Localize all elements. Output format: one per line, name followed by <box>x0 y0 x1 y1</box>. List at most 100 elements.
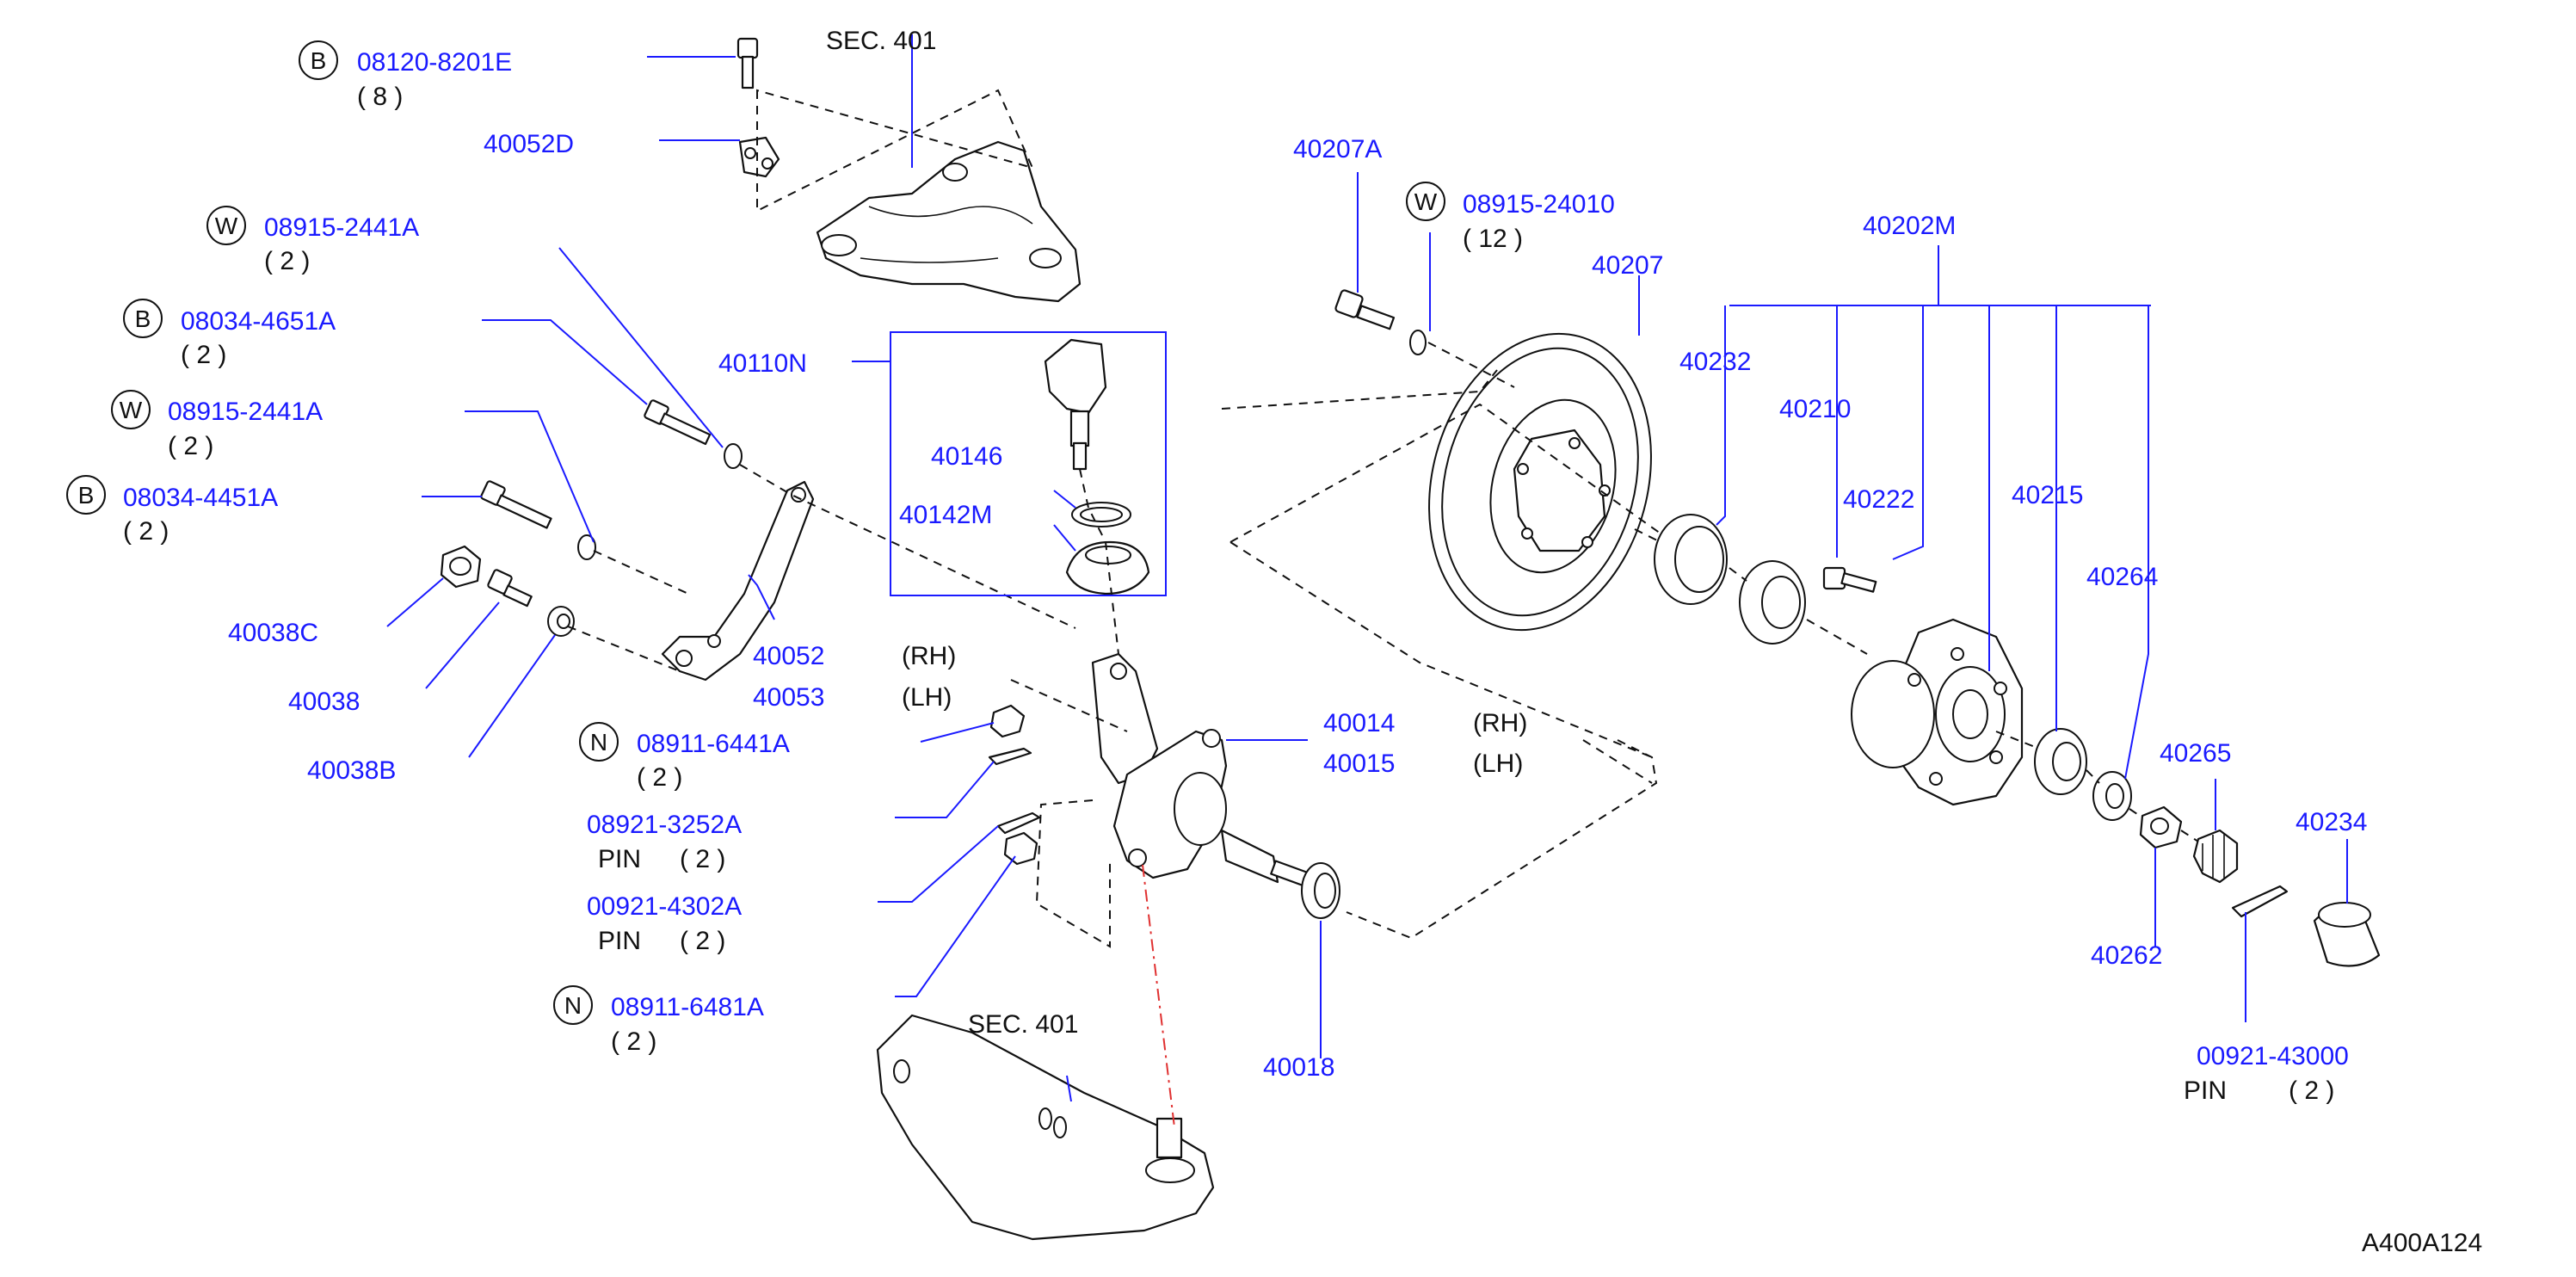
callout-08911-6481a[interactable]: N 08911-6481A ( 2 ) <box>553 985 764 1056</box>
callout-00921-43000[interactable]: 00921-43000 PIN ( 2 ) <box>2184 1042 2349 1105</box>
callout-08921-3252a[interactable]: 08921-3252A PIN ( 2 ) <box>587 811 742 873</box>
prefix-b-circle <box>66 475 106 515</box>
prefix-w-circle <box>1406 182 1445 221</box>
part-qty: ( 2 ) <box>680 845 725 873</box>
part-number[interactable]: 00921-43000 <box>2197 1042 2349 1070</box>
pin-00921-43000-drawing <box>2231 885 2289 918</box>
diagram-id: A400A124 <box>2362 1229 2482 1257</box>
callout-08911-6441a[interactable]: N 08911-6441A ( 2 ) <box>579 722 790 792</box>
nut-cap-40265-drawing <box>2192 829 2239 884</box>
part-40038b[interactable]: 40038B <box>307 756 396 785</box>
inner-bearing-40215-drawing <box>2034 728 2087 795</box>
part-40052[interactable]: 40052 <box>753 642 824 670</box>
ring-40146-drawing <box>1071 502 1131 527</box>
bracket-40052-drawing <box>661 480 815 682</box>
prefix-b-circle <box>123 299 163 338</box>
washer-08915-b-drawing <box>577 534 596 560</box>
prefix-n-circle <box>553 985 593 1025</box>
part-note: PIN <box>598 845 641 873</box>
bolt-40038-drawing <box>487 569 533 608</box>
part-40053[interactable]: 40053 <box>753 683 824 712</box>
part-number[interactable]: 00921-4302A <box>587 892 742 921</box>
part-40052d[interactable]: 40052D <box>484 130 574 158</box>
side-lh-upper: (LH) <box>902 683 952 712</box>
part-40110n[interactable]: 40110N <box>718 349 807 378</box>
prefix-letter: B <box>135 305 151 332</box>
prefix-letter: B <box>78 482 95 509</box>
part-number[interactable]: 08915-2441A <box>168 398 323 426</box>
part-40142m[interactable]: 40142M <box>899 501 992 529</box>
part-40210[interactable]: 40210 <box>1779 395 1851 423</box>
part-number[interactable]: 08915-24010 <box>1463 190 1615 219</box>
part-qty: ( 2 ) <box>181 341 226 369</box>
callout-08034-4451a[interactable]: B 08034-4451A ( 2 ) <box>66 475 278 546</box>
bolt-08034-4451a-drawing <box>480 480 552 529</box>
prefix-n-circle <box>579 722 619 762</box>
part-number[interactable]: 08034-4651A <box>181 307 336 336</box>
washer-40264-drawing <box>2092 771 2132 821</box>
part-number[interactable]: 08911-6481A <box>611 993 764 1021</box>
washer-08915-24010-drawing <box>1409 330 1427 355</box>
part-40234[interactable]: 40234 <box>2296 808 2367 836</box>
brake-rotor-drawing <box>1428 332 1652 632</box>
part-number[interactable]: 08120-8201E <box>357 48 512 77</box>
upper-bolt-drawing <box>736 37 759 89</box>
prefix-letter: N <box>564 992 582 1019</box>
side-lh-lower: (LH) <box>1473 750 1523 778</box>
part-40232[interactable]: 40232 <box>1679 348 1751 376</box>
washer-08915-a-drawing <box>724 443 743 469</box>
part-qty: ( 2 ) <box>168 432 213 460</box>
part-qty: ( 2 ) <box>637 763 682 792</box>
callout-08034-4651a[interactable]: B 08034-4651A ( 2 ) <box>123 299 336 369</box>
part-40222[interactable]: 40222 <box>1843 485 1914 514</box>
part-number[interactable]: 08921-3252A <box>587 811 742 839</box>
hub-bolt-40222-drawing <box>1822 566 1877 593</box>
part-40207a[interactable]: 40207A <box>1293 135 1382 163</box>
part-qty: ( 2 ) <box>680 927 725 955</box>
callout-08915-2441a-lower[interactable]: W 08915-2441A ( 2 ) <box>111 390 323 460</box>
part-qty: ( 2 ) <box>123 517 169 546</box>
part-40038[interactable]: 40038 <box>288 688 360 716</box>
callout-08915-24010[interactable]: W 08915-24010 ( 12 ) <box>1406 182 1615 253</box>
part-40014[interactable]: 40014 <box>1323 709 1395 737</box>
nut-08911-6441a-drawing <box>989 704 1026 738</box>
part-40207[interactable]: 40207 <box>1592 251 1663 280</box>
callout-08120-8201e[interactable]: B 08120-8201E ( 8 ) <box>299 40 512 111</box>
prefix-b-circle <box>299 40 338 80</box>
nut-40038c-drawing <box>440 545 482 589</box>
part-number[interactable]: 08915-2441A <box>264 213 419 242</box>
assembly-lines <box>567 89 2199 1128</box>
upper-control-arm-drawing <box>816 140 1082 303</box>
part-40038c[interactable]: 40038C <box>228 619 318 647</box>
part-number[interactable]: 08034-4451A <box>123 484 278 512</box>
wheel-bolt-drawing <box>1334 289 1396 330</box>
part-40202m[interactable]: 40202M <box>1863 212 1956 240</box>
section-ref-lower: SEC. 401 <box>968 1010 1078 1039</box>
pin-00921-4302a-drawing <box>996 811 1041 835</box>
part-40262[interactable]: 40262 <box>2091 941 2162 970</box>
side-rh-lower: (RH) <box>1473 709 1527 737</box>
leader-lines <box>386 34 2348 1102</box>
prefix-w-circle <box>206 206 246 245</box>
part-40146[interactable]: 40146 <box>931 442 1002 471</box>
part-40264[interactable]: 40264 <box>2086 563 2158 591</box>
prefix-letter: N <box>590 729 607 756</box>
part-qty: ( 8 ) <box>357 83 403 111</box>
section-ref-upper: SEC. 401 <box>826 27 936 55</box>
callout-08915-2441a-upper[interactable]: W 08915-2441A ( 2 ) <box>206 206 419 275</box>
bracket-40052d-drawing <box>738 136 780 178</box>
nut-08911-6481a-drawing <box>1003 831 1038 866</box>
prefix-letter: W <box>120 397 143 423</box>
part-40265[interactable]: 40265 <box>2160 739 2231 768</box>
outer-seal-40232-drawing <box>1654 514 1728 605</box>
part-40018[interactable]: 40018 <box>1263 1053 1334 1082</box>
callout-00921-4302a[interactable]: 00921-4302A PIN ( 2 ) <box>587 892 742 955</box>
part-number[interactable]: 08911-6441A <box>637 730 790 758</box>
part-note: PIN <box>598 927 641 955</box>
wheel-hub-drawing <box>1851 618 2024 806</box>
part-qty: ( 12 ) <box>1463 225 1523 253</box>
prefix-w-circle <box>111 390 151 429</box>
part-40015[interactable]: 40015 <box>1323 750 1395 778</box>
part-40215[interactable]: 40215 <box>2012 481 2083 509</box>
